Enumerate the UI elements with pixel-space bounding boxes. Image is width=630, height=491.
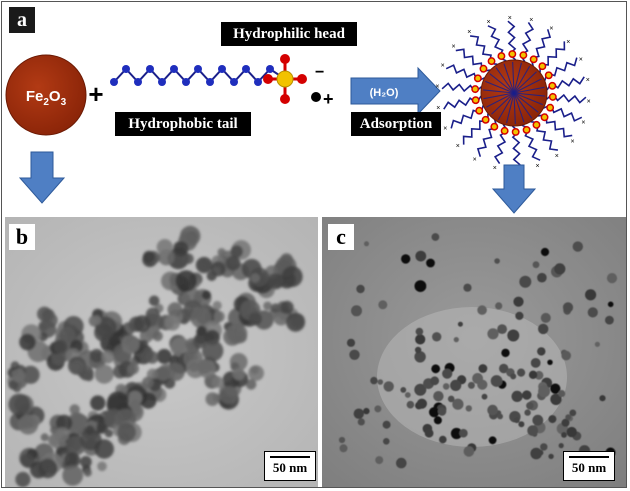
coated-nanoparticle: ×××××××××××××××××××××× [435,15,590,174]
svg-text:×: × [467,29,471,36]
scale-bar-b: 50 nm [264,451,316,481]
svg-text:×: × [508,15,512,22]
tail-bead [266,65,274,73]
svg-text:×: × [473,157,477,164]
tail-bead [254,78,262,86]
plus-sign: + [88,79,103,109]
surfactant-shell: ×××××××××××××××××××××× [435,15,590,174]
tail-bead [230,78,238,86]
tail-bead [218,65,226,73]
svg-text:×: × [436,105,440,112]
hydrophilic-head-group [263,54,307,104]
svg-text:×: × [536,163,540,170]
tail-bead [158,78,166,86]
tail-bead [182,78,190,86]
surfactant-molecule: − + [110,54,334,109]
process-arrow: (H₂O) [350,66,441,116]
svg-text:×: × [493,165,497,172]
svg-text:×: × [586,77,590,84]
svg-text:×: × [443,126,447,133]
particle-aggregate [7,225,306,487]
tail-bead [194,65,202,73]
svg-text:×: × [581,120,585,127]
counter-cation [311,92,321,102]
panel-b-label: b [9,224,35,250]
svg-text:×: × [441,62,445,69]
dispersed-particles [338,233,618,474]
svg-text:×: × [529,17,533,24]
svg-text:×: × [571,138,575,145]
down-arrow-left [18,151,66,204]
panel-a-label: a [9,7,35,33]
tem-image-b [5,217,318,487]
tem-image-c [322,217,626,487]
svg-text:×: × [555,153,559,160]
tail-bead [146,65,154,73]
inner-tails [483,62,545,124]
fe2o3-label: Fe2O3 [26,88,67,108]
hydrophobic-tail-label: Hydrophobic tail [115,112,251,136]
cation-plus: + [323,89,334,109]
panel-c-label: c [328,224,354,250]
anion-charge: − [315,64,324,81]
tail-bead [242,65,250,73]
hydrophilic-head-label: Hydrophilic head [221,22,357,46]
surfactant-tail-beads [110,65,274,86]
schematic-canvas: Fe2O3 + − + (H₂O) ×××××××××××××××××××××× [5,15,591,214]
svg-text:×: × [486,19,490,26]
scale-bar-c: 50 nm [563,451,615,481]
tail-bead [134,78,142,86]
tail-bead [110,78,118,86]
tail-bead [206,78,214,86]
down-arrow-right [491,164,537,214]
svg-text:×: × [579,56,583,63]
adsorption-label: Adsorption [351,112,441,136]
svg-text:×: × [451,44,455,51]
svg-text:×: × [566,39,570,46]
svg-text:×: × [435,83,439,90]
svg-text:×: × [549,25,553,32]
tail-bead [122,65,130,73]
svg-text:×: × [587,99,591,106]
svg-text:×: × [456,143,460,150]
water-label: (H₂O) [370,87,399,99]
fe2o3-particle: Fe2O3 [5,54,87,136]
tail-bead [170,65,178,73]
